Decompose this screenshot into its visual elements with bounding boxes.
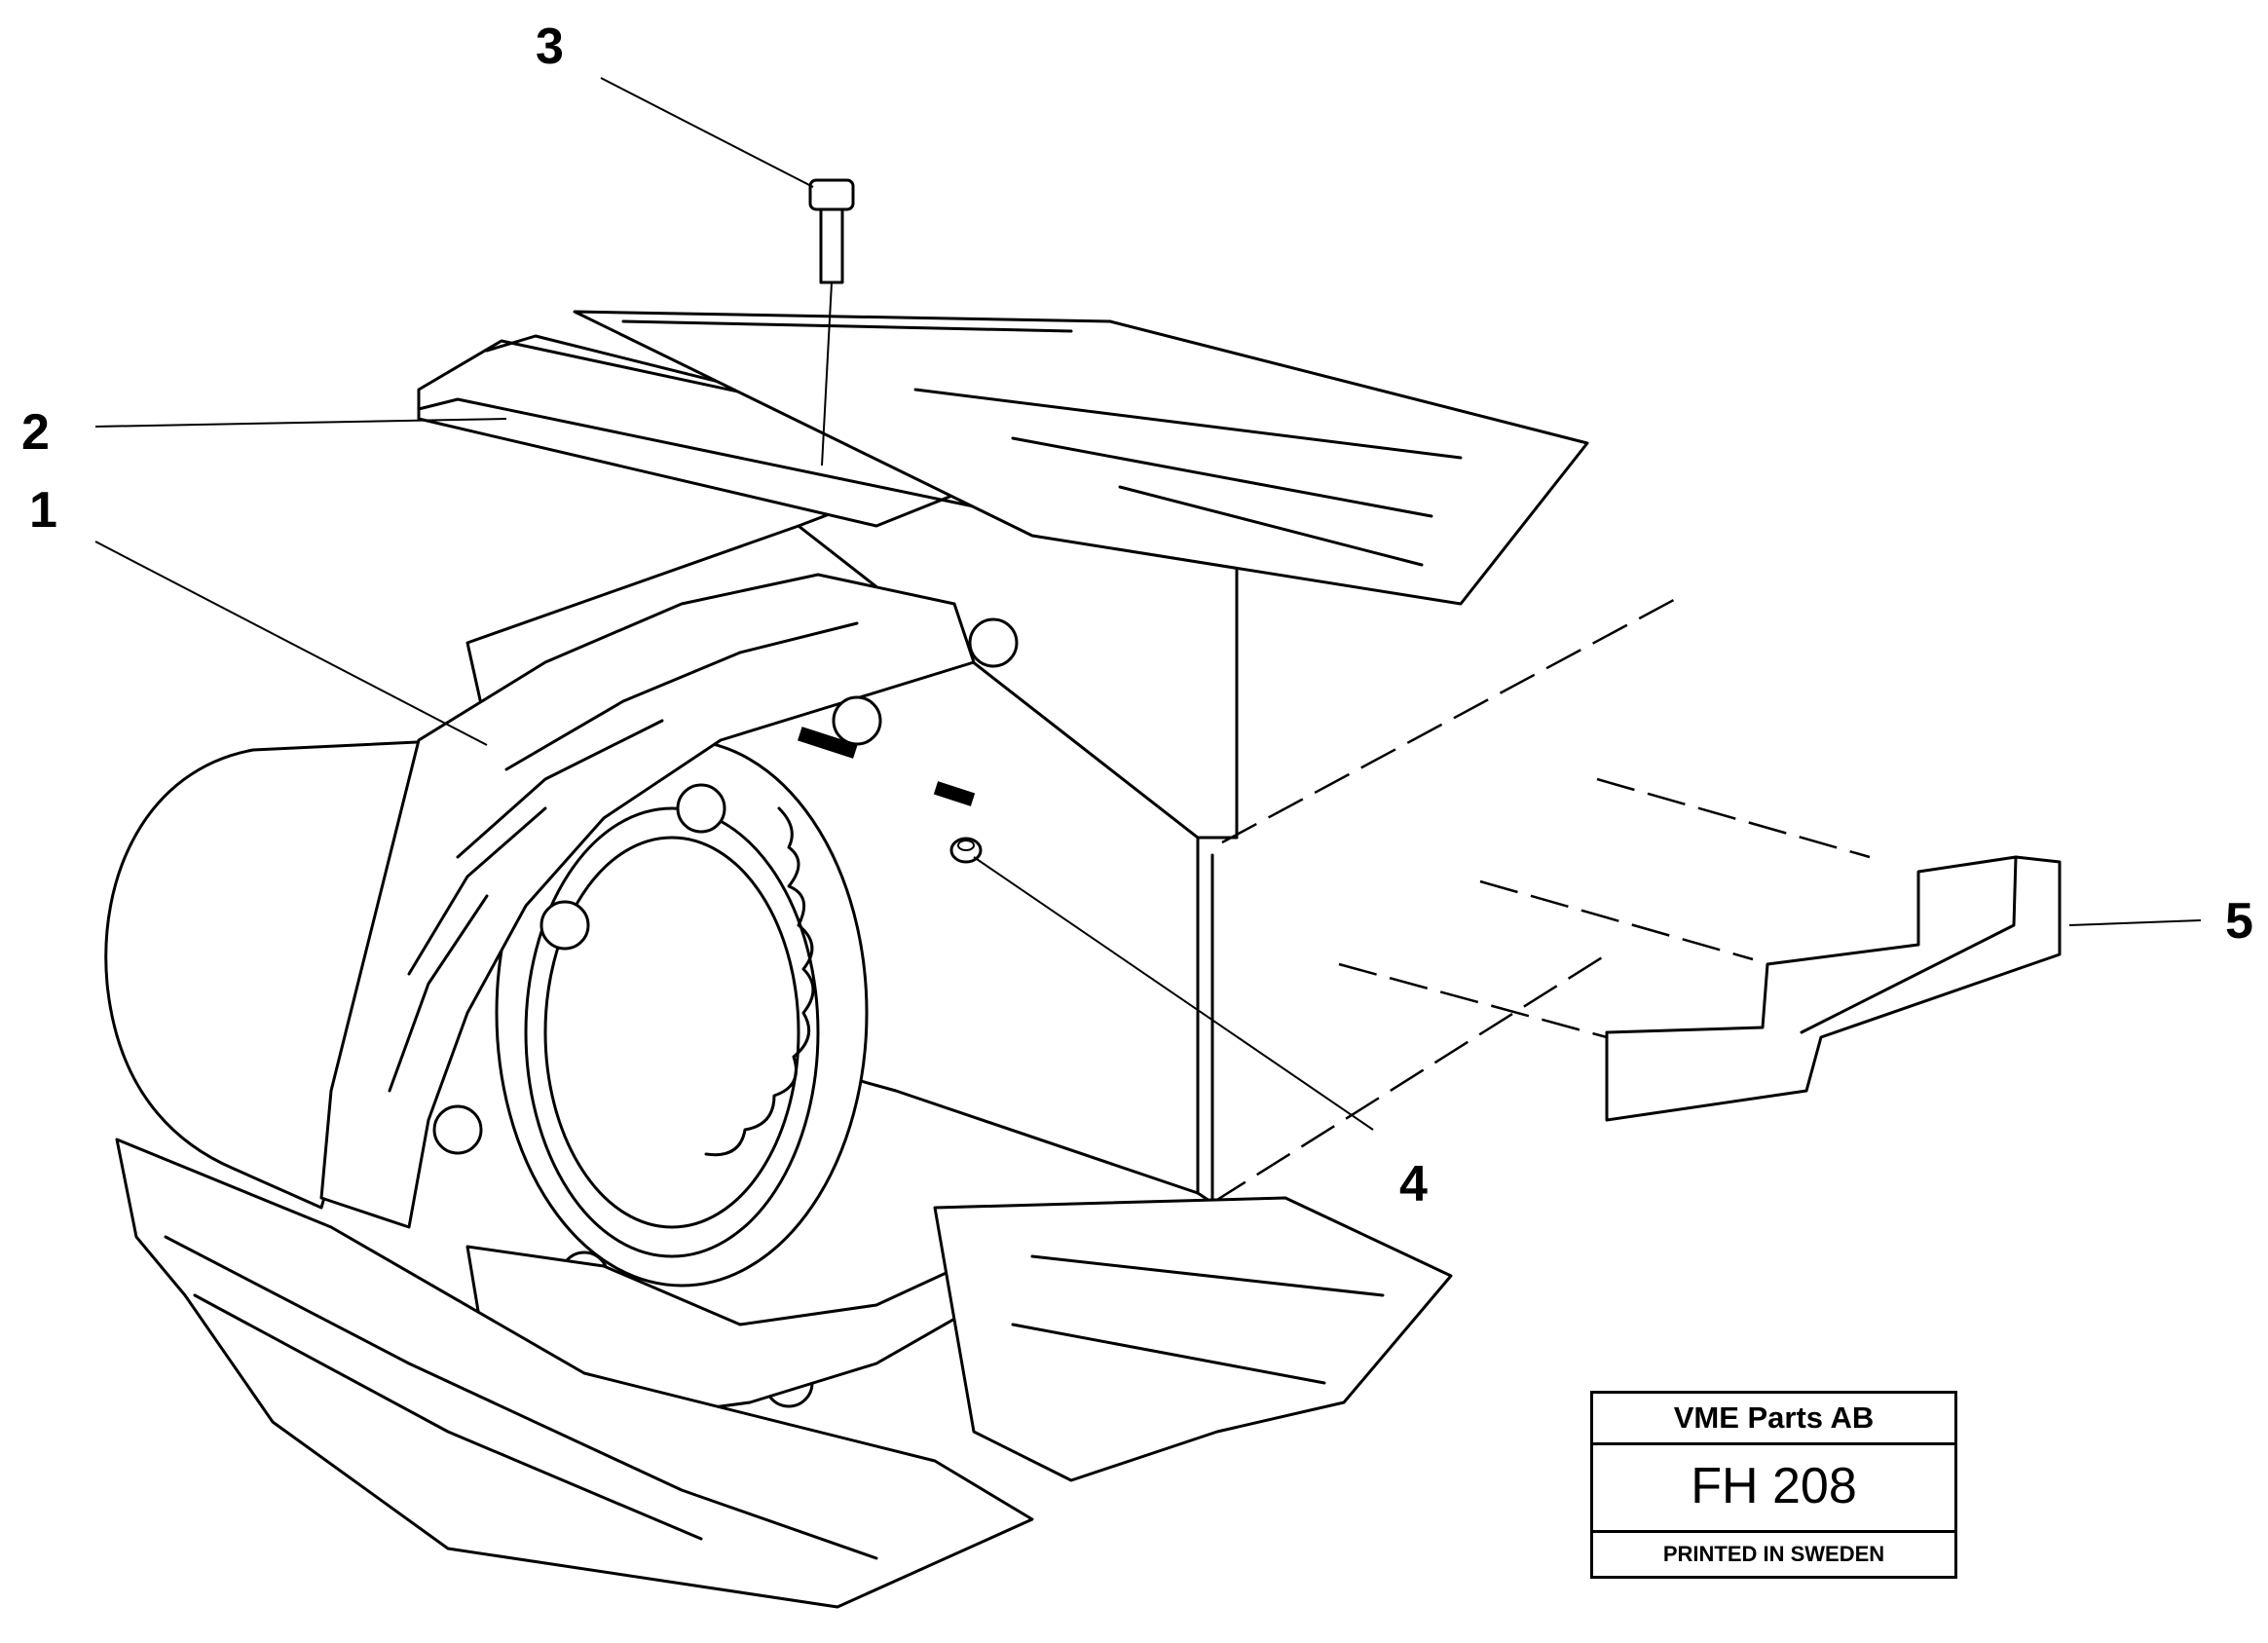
company-name: VME Parts AB	[1593, 1394, 1954, 1445]
nut	[797, 727, 983, 864]
printed-note: PRINTED IN SWEDEN	[1662, 1542, 1885, 1566]
drawing-code: FH 208	[1593, 1442, 1954, 1533]
callout-4: 4	[1399, 1156, 1428, 1213]
guard-plate	[1338, 777, 2062, 1122]
title-block: VME Parts AB FH 208 PRINTED IN SWEDEN	[1590, 1391, 1957, 1579]
idler-drum	[104, 738, 869, 1288]
bolt	[808, 178, 855, 467]
leader-lines	[94, 77, 2202, 1131]
callout-2: 2	[21, 404, 50, 461]
callout-5: 5	[2225, 893, 2253, 950]
callout-1: 1	[29, 482, 57, 539]
track-shoes-bottom	[115, 1138, 1453, 1609]
sprocket	[704, 806, 815, 1157]
callout-3: 3	[536, 19, 564, 75]
track-shoes-top	[417, 310, 1589, 606]
